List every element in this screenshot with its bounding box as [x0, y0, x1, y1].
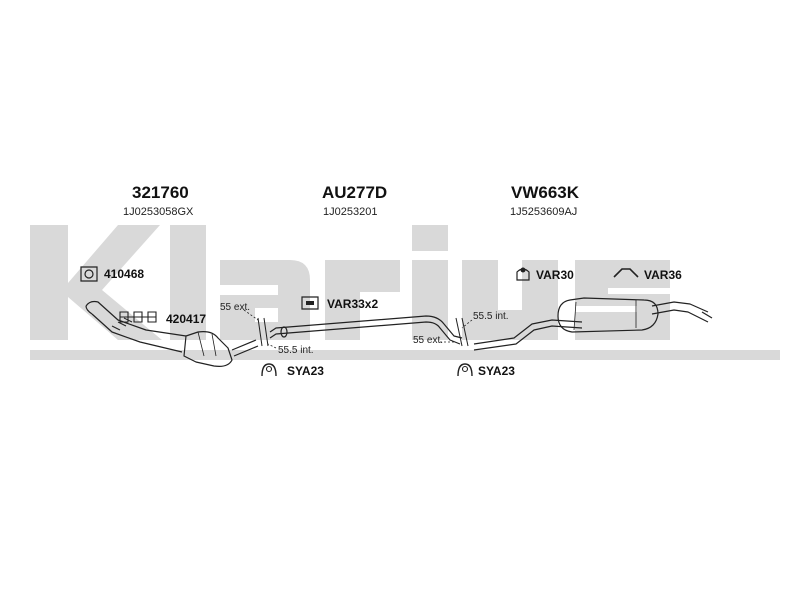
joint2-ext-label: 55 ext.	[413, 335, 444, 346]
bracket-icon	[613, 268, 639, 278]
oem-number-front: 1J0253058GX	[123, 206, 194, 218]
leader-lines	[243, 309, 473, 349]
joint2-int-label: 55.5 int.	[473, 311, 509, 322]
front-pipe-catalyst	[85, 300, 259, 367]
joint1-ext-label: 55 ext.	[220, 302, 251, 313]
clamp-code: VAR33x2	[327, 297, 379, 311]
oem-number-middle: 1J0253201	[323, 206, 378, 218]
hanger-right-code: SYA23	[478, 364, 515, 378]
joint-marker-right	[455, 317, 469, 347]
part-number-rear: VW663K	[511, 183, 580, 202]
clamp-icon	[301, 296, 319, 310]
joint-marker-left	[257, 317, 269, 347]
rear-pipe-silencer	[473, 297, 713, 351]
gasket-icon	[80, 266, 98, 282]
joint1-int-label: 55.5 int.	[278, 345, 314, 356]
oem-number-rear: 1J5253609AJ	[510, 206, 578, 218]
part-number-middle: AU277D	[322, 183, 388, 202]
bolt-kit-icon	[119, 311, 157, 323]
klarius-watermark-logo	[30, 225, 780, 360]
rubber-hanger-icon-right	[457, 363, 473, 377]
middle-pipe	[269, 315, 463, 345]
hanger-left-code: SYA23	[287, 364, 324, 378]
rubber-hanger-icon-left	[261, 363, 277, 377]
mount-var30-code: VAR30	[536, 268, 574, 282]
bracket-var36-code: VAR36	[644, 268, 682, 282]
part-number-front: 321760	[132, 183, 189, 202]
bolt-kit-code: 420417	[166, 312, 207, 326]
mount-icon	[516, 267, 530, 281]
gasket-code: 410468	[104, 267, 145, 281]
